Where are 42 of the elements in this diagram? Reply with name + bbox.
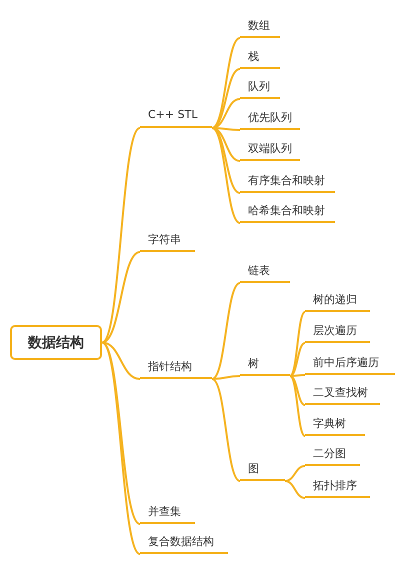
branch-line [290,342,306,377]
branch-line [102,251,140,344]
branch-line [212,127,240,194]
topic-label: 图 [240,461,285,481]
topic-label: C++ STL [140,108,212,128]
branch-line [290,374,306,377]
branch-line [211,378,241,482]
topic-label: 字典树 [305,416,365,436]
topic-label: 指针结构 [140,359,212,379]
branch-line [212,127,240,162]
topic-label: 复合数据结构 [140,534,228,554]
branch-line [212,98,240,129]
topic-label: 二分图 [305,446,360,466]
topic-label: 层次遍历 [305,323,370,343]
topic-label: 二叉查找树 [305,385,380,405]
branch-line [212,37,240,129]
branch-line [212,68,240,129]
topic-label: 哈希集合和映射 [240,203,335,223]
branch-line [212,282,240,380]
topic-label: 前中后序遍历 [305,355,395,375]
branch-line [284,480,306,499]
topic-label: 双端队列 [240,141,300,161]
topic-label: 有序集合和映射 [240,173,335,193]
topic-label: 队列 [240,79,280,99]
root-topic-box: 数据结构 [10,325,102,360]
branch-line [289,311,306,377]
branch-line [212,375,240,380]
topic-label: 树的递归 [305,292,370,312]
topic-label: 数组 [240,18,280,38]
branch-line [101,127,141,344]
topic-label: 树 [240,356,290,376]
topic-label: 拓扑排序 [305,478,370,498]
branch-line [102,342,140,380]
topic-label: 字符串 [140,232,195,252]
branch-line [290,375,306,406]
topic-label: 栈 [240,49,280,69]
topic-label: 链表 [240,263,290,283]
topic-label: 优先队列 [240,110,300,130]
branch-line [284,465,306,482]
branch-line [212,127,240,224]
branch-line [289,375,306,437]
topic-label: 并查集 [140,504,195,524]
